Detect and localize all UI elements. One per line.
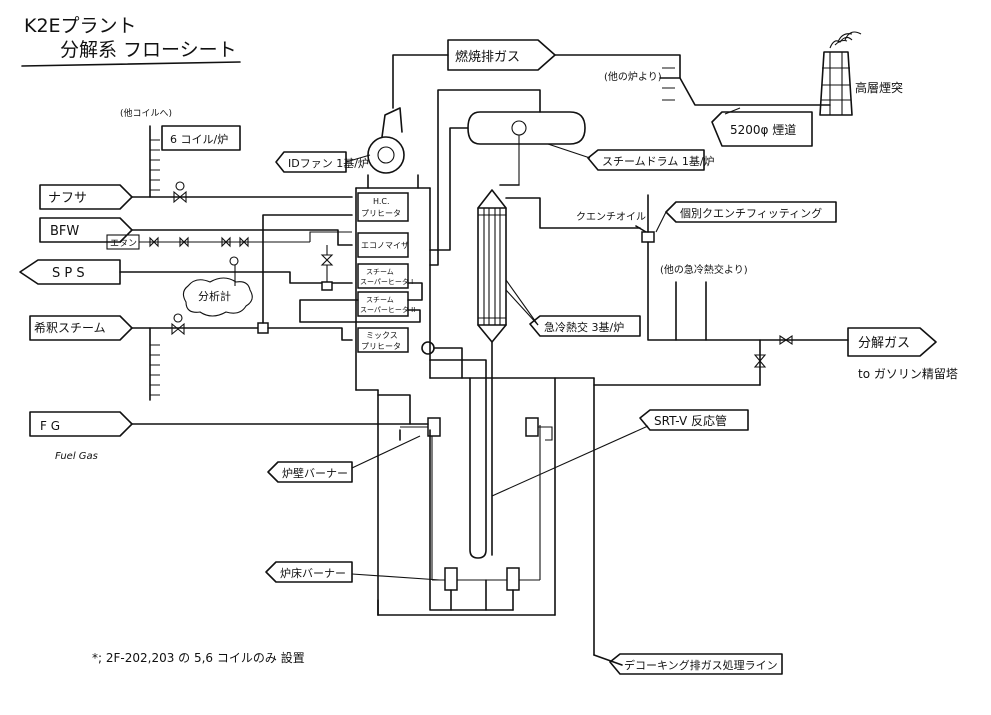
quench-oil-line: クエンチオイル: [576, 194, 849, 341]
crossover-junction: [421, 341, 435, 355]
svg-text:スチームドラム 1基/炉: スチームドラム 1基/炉: [602, 155, 715, 168]
svg-text:スーパーヒータ II: スーパーヒータ II: [360, 305, 415, 314]
flue-duct-callout: 5200φ 煙道: [711, 107, 813, 147]
svg-text:H.C.: H.C.: [373, 197, 390, 206]
title-underline: [21, 61, 241, 67]
steam-coil-feeders: [149, 327, 160, 401]
floor-burner-callout: 炉床バーナー: [265, 561, 441, 583]
wall-burner-callout: 炉壁バーナー: [267, 435, 421, 483]
furnace-body: [355, 174, 595, 656]
svg-text:エタン: エタン: [110, 238, 137, 249]
svg-text:炉壁バーナー: 炉壁バーナー: [282, 466, 348, 480]
steam-drum: [467, 111, 586, 185]
svg-text:(他の急冷熱交より): (他の急冷熱交より): [660, 263, 748, 276]
naphtha-coil-feeders: (他コイルへ) 6 コイル/炉: [120, 107, 241, 198]
flue-gas-arrow: 燃焼排ガス: [447, 39, 831, 106]
id-fan: [367, 54, 449, 174]
footnote: *; 2F-202,203 の 5,6 コイルのみ 設置: [92, 650, 305, 665]
svg-text:Fuel Gas: Fuel Gas: [55, 451, 98, 462]
other-furnaces-note: (他の炉より): [604, 67, 675, 101]
stack: [819, 31, 862, 116]
ethane-input: エタン: [106, 231, 352, 250]
floor-burners: [444, 567, 520, 611]
economizer-to-drum: [429, 127, 469, 251]
svg-text:炉床バーナー: 炉床バーナー: [280, 566, 346, 580]
svg-text:F G: F G: [40, 419, 60, 433]
srt-reaction-tube: [429, 359, 487, 559]
svg-text:6 コイル/炉: 6 コイル/炉: [170, 133, 228, 146]
fuel-gas-input: F G Fuel Gas: [29, 394, 429, 462]
dilution-steam-input: 希釈スチーム: [29, 214, 421, 341]
svg-text:個別クエンチフィッティング: 個別クエンチフィッティング: [680, 206, 822, 220]
quench-exchanger: [477, 189, 507, 556]
svg-text:スチーム: スチーム: [366, 268, 394, 276]
stack-label: 高層煙突: [855, 80, 903, 95]
svg-text:IDファン 1基/炉: IDファン 1基/炉: [288, 157, 369, 170]
cracked-gas-valves: [593, 334, 793, 386]
svg-text:SRT-V 反応管: SRT-V 反応管: [654, 413, 727, 428]
svg-text:BFW: BFW: [50, 224, 79, 239]
decoking-line: デコーキング排ガス処理ライン: [377, 599, 783, 675]
srt-callout: SRT-V 反応管: [491, 409, 749, 497]
svg-text:スーパーヒータ I: スーパーヒータ I: [360, 277, 413, 286]
svg-text:プリヒータ: プリヒータ: [361, 209, 401, 218]
svg-text:分解ガス: 分解ガス: [858, 336, 910, 351]
steam-superheater-2: スチーム スーパーヒータ II: [357, 291, 415, 317]
svg-text:(他の炉より): (他の炉より): [604, 70, 662, 83]
steam-drum-callout: スチームドラム 1基/炉: [547, 143, 715, 171]
svg-text:エコノマイザ: エコノマイザ: [361, 241, 409, 250]
svg-text:プリヒータ: プリヒータ: [361, 342, 401, 351]
svg-text:希釈スチーム: 希釈スチーム: [34, 320, 106, 335]
quench-fitting-callout: 個別クエンチフィッティング: [655, 201, 837, 233]
svg-text:ミックス: ミックス: [366, 331, 398, 340]
drum-to-sh1: [429, 89, 541, 266]
bfw-input: BFW: [39, 217, 353, 246]
fuel-gas-to-floor: [429, 429, 514, 611]
svg-text:クエンチオイル: クエンチオイル: [576, 211, 646, 223]
analyzer: 分析計: [182, 256, 253, 317]
svg-text:5200φ 煙道: 5200φ 煙道: [730, 123, 796, 137]
economizer: エコノマイザ: [357, 232, 409, 258]
crossover-line: [433, 347, 463, 379]
hc-preheater: H.C. プリヒータ: [357, 192, 409, 222]
sps-output: S P S: [19, 259, 353, 285]
wall-burners: [400, 417, 553, 441]
sh1-to-sh2: [407, 282, 423, 301]
svg-text:燃焼排ガス: 燃焼排ガス: [455, 49, 520, 65]
sheet-title: 分解系 フローシート: [60, 39, 237, 61]
plant-title: K2Eプラント: [24, 15, 137, 37]
id-fan-callout: IDファン 1基/炉: [275, 151, 371, 173]
steam-superheater-1: スチーム スーパーヒータ I: [357, 263, 413, 289]
svg-text:急冷熱交 3基/炉: 急冷熱交 3基/炉: [544, 320, 624, 334]
other-quench-note: (他の急冷熱交より): [660, 263, 748, 341]
exchanger-to-cracked-gas: [505, 197, 641, 229]
mix-preheater: ミックス プリヒータ: [357, 327, 409, 353]
svg-text:デコーキング排ガス処理ライン: デコーキング排ガス処理ライン: [624, 658, 778, 672]
svg-text:S P S: S P S: [52, 266, 85, 281]
cracked-gas-arrow: 分解ガス: [847, 327, 937, 357]
svg-text:(他コイルへ): (他コイルへ): [120, 107, 172, 119]
control-valve: [320, 245, 334, 291]
naphtha-input: ナフサ: [39, 181, 353, 210]
svg-text:分析計: 分析計: [198, 289, 231, 303]
svg-text:ナフサ: ナフサ: [48, 191, 87, 206]
quench-exchanger-callout: 急冷熱交 3基/炉: [505, 279, 641, 337]
fractionator-label: to ガソリン精留塔: [858, 367, 958, 381]
svg-text:スチーム: スチーム: [366, 296, 394, 304]
